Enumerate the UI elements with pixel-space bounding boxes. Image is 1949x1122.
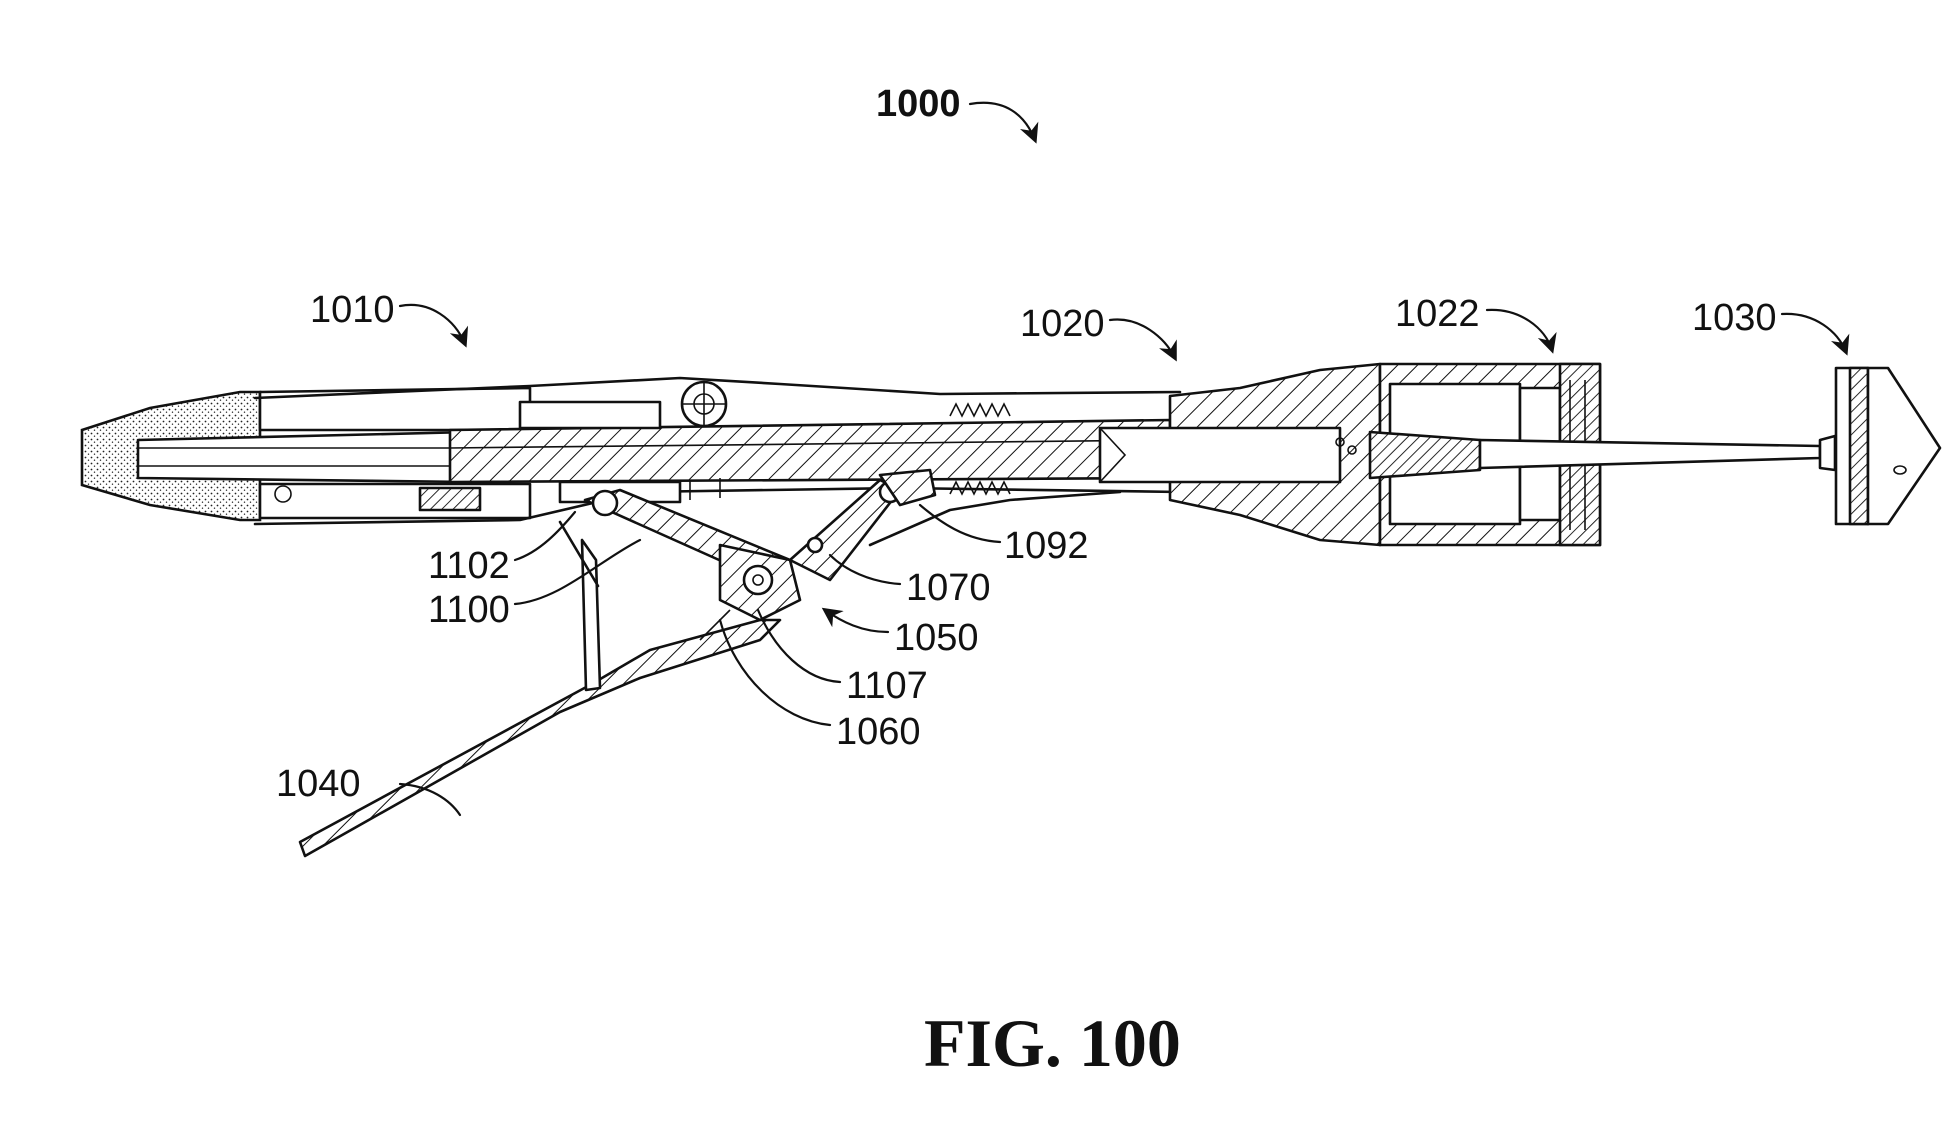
ref-1040: 1040 bbox=[276, 763, 361, 805]
leader-1020 bbox=[1110, 320, 1175, 358]
ref-1022: 1022 bbox=[1395, 293, 1480, 335]
ref-1070: 1070 bbox=[906, 567, 991, 609]
handle-lever-1040 bbox=[300, 522, 780, 856]
ref-1107: 1107 bbox=[846, 665, 928, 707]
ref-1100: 1100 bbox=[428, 589, 510, 631]
leader-1092 bbox=[920, 505, 1000, 542]
figure-caption: FIG. 100 bbox=[924, 1005, 1181, 1081]
ref-1102: 1102 bbox=[428, 545, 510, 587]
drive-gear bbox=[682, 382, 726, 426]
leader-1050 bbox=[825, 610, 888, 632]
ref-1030: 1030 bbox=[1692, 297, 1777, 339]
leader-1022 bbox=[1487, 310, 1552, 350]
ref-1060: 1060 bbox=[836, 711, 921, 753]
ref-1092: 1092 bbox=[1004, 525, 1089, 567]
leader-1030 bbox=[1782, 314, 1846, 352]
leader-1000 bbox=[970, 103, 1035, 140]
ref-1050: 1050 bbox=[894, 617, 979, 659]
leader-1010 bbox=[400, 305, 465, 344]
ref-1010: 1010 bbox=[310, 289, 395, 331]
surgical-device-drawing bbox=[82, 364, 1940, 856]
ref-1000: 1000 bbox=[876, 83, 961, 125]
ref-1020: 1020 bbox=[1020, 303, 1105, 345]
